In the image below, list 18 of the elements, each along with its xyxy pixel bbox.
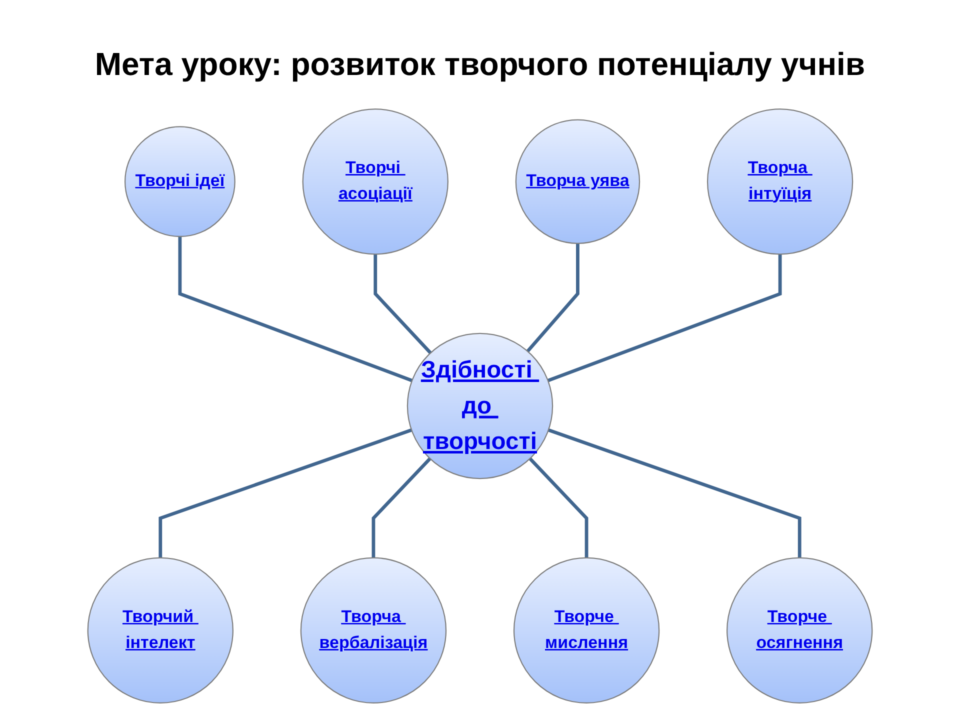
connector bbox=[372, 457, 432, 558]
connector bbox=[547, 254, 782, 382]
node-circle: Творче мислення bbox=[513, 557, 660, 704]
node-circle: Творчі ідеї bbox=[124, 126, 236, 238]
node-circle: Творчі асоціації bbox=[302, 108, 448, 255]
node-circle: Творча уява bbox=[515, 119, 640, 244]
connector bbox=[526, 243, 580, 352]
title: Мета уроку: розвиток творчого потенціалу учнів bbox=[94, 45, 866, 84]
connector bbox=[548, 428, 802, 558]
connector bbox=[178, 236, 413, 382]
node-circle: Творча вербалізація bbox=[300, 557, 447, 704]
node-circle: Здібності до творчості bbox=[406, 332, 554, 480]
node-circle: Творча інтуїція bbox=[706, 108, 854, 255]
connector bbox=[158, 428, 412, 558]
node-circle: Творчий інтелект bbox=[87, 557, 234, 704]
connector bbox=[528, 457, 588, 558]
node-circle: Творче осягнення bbox=[726, 557, 873, 704]
connector bbox=[374, 254, 432, 354]
